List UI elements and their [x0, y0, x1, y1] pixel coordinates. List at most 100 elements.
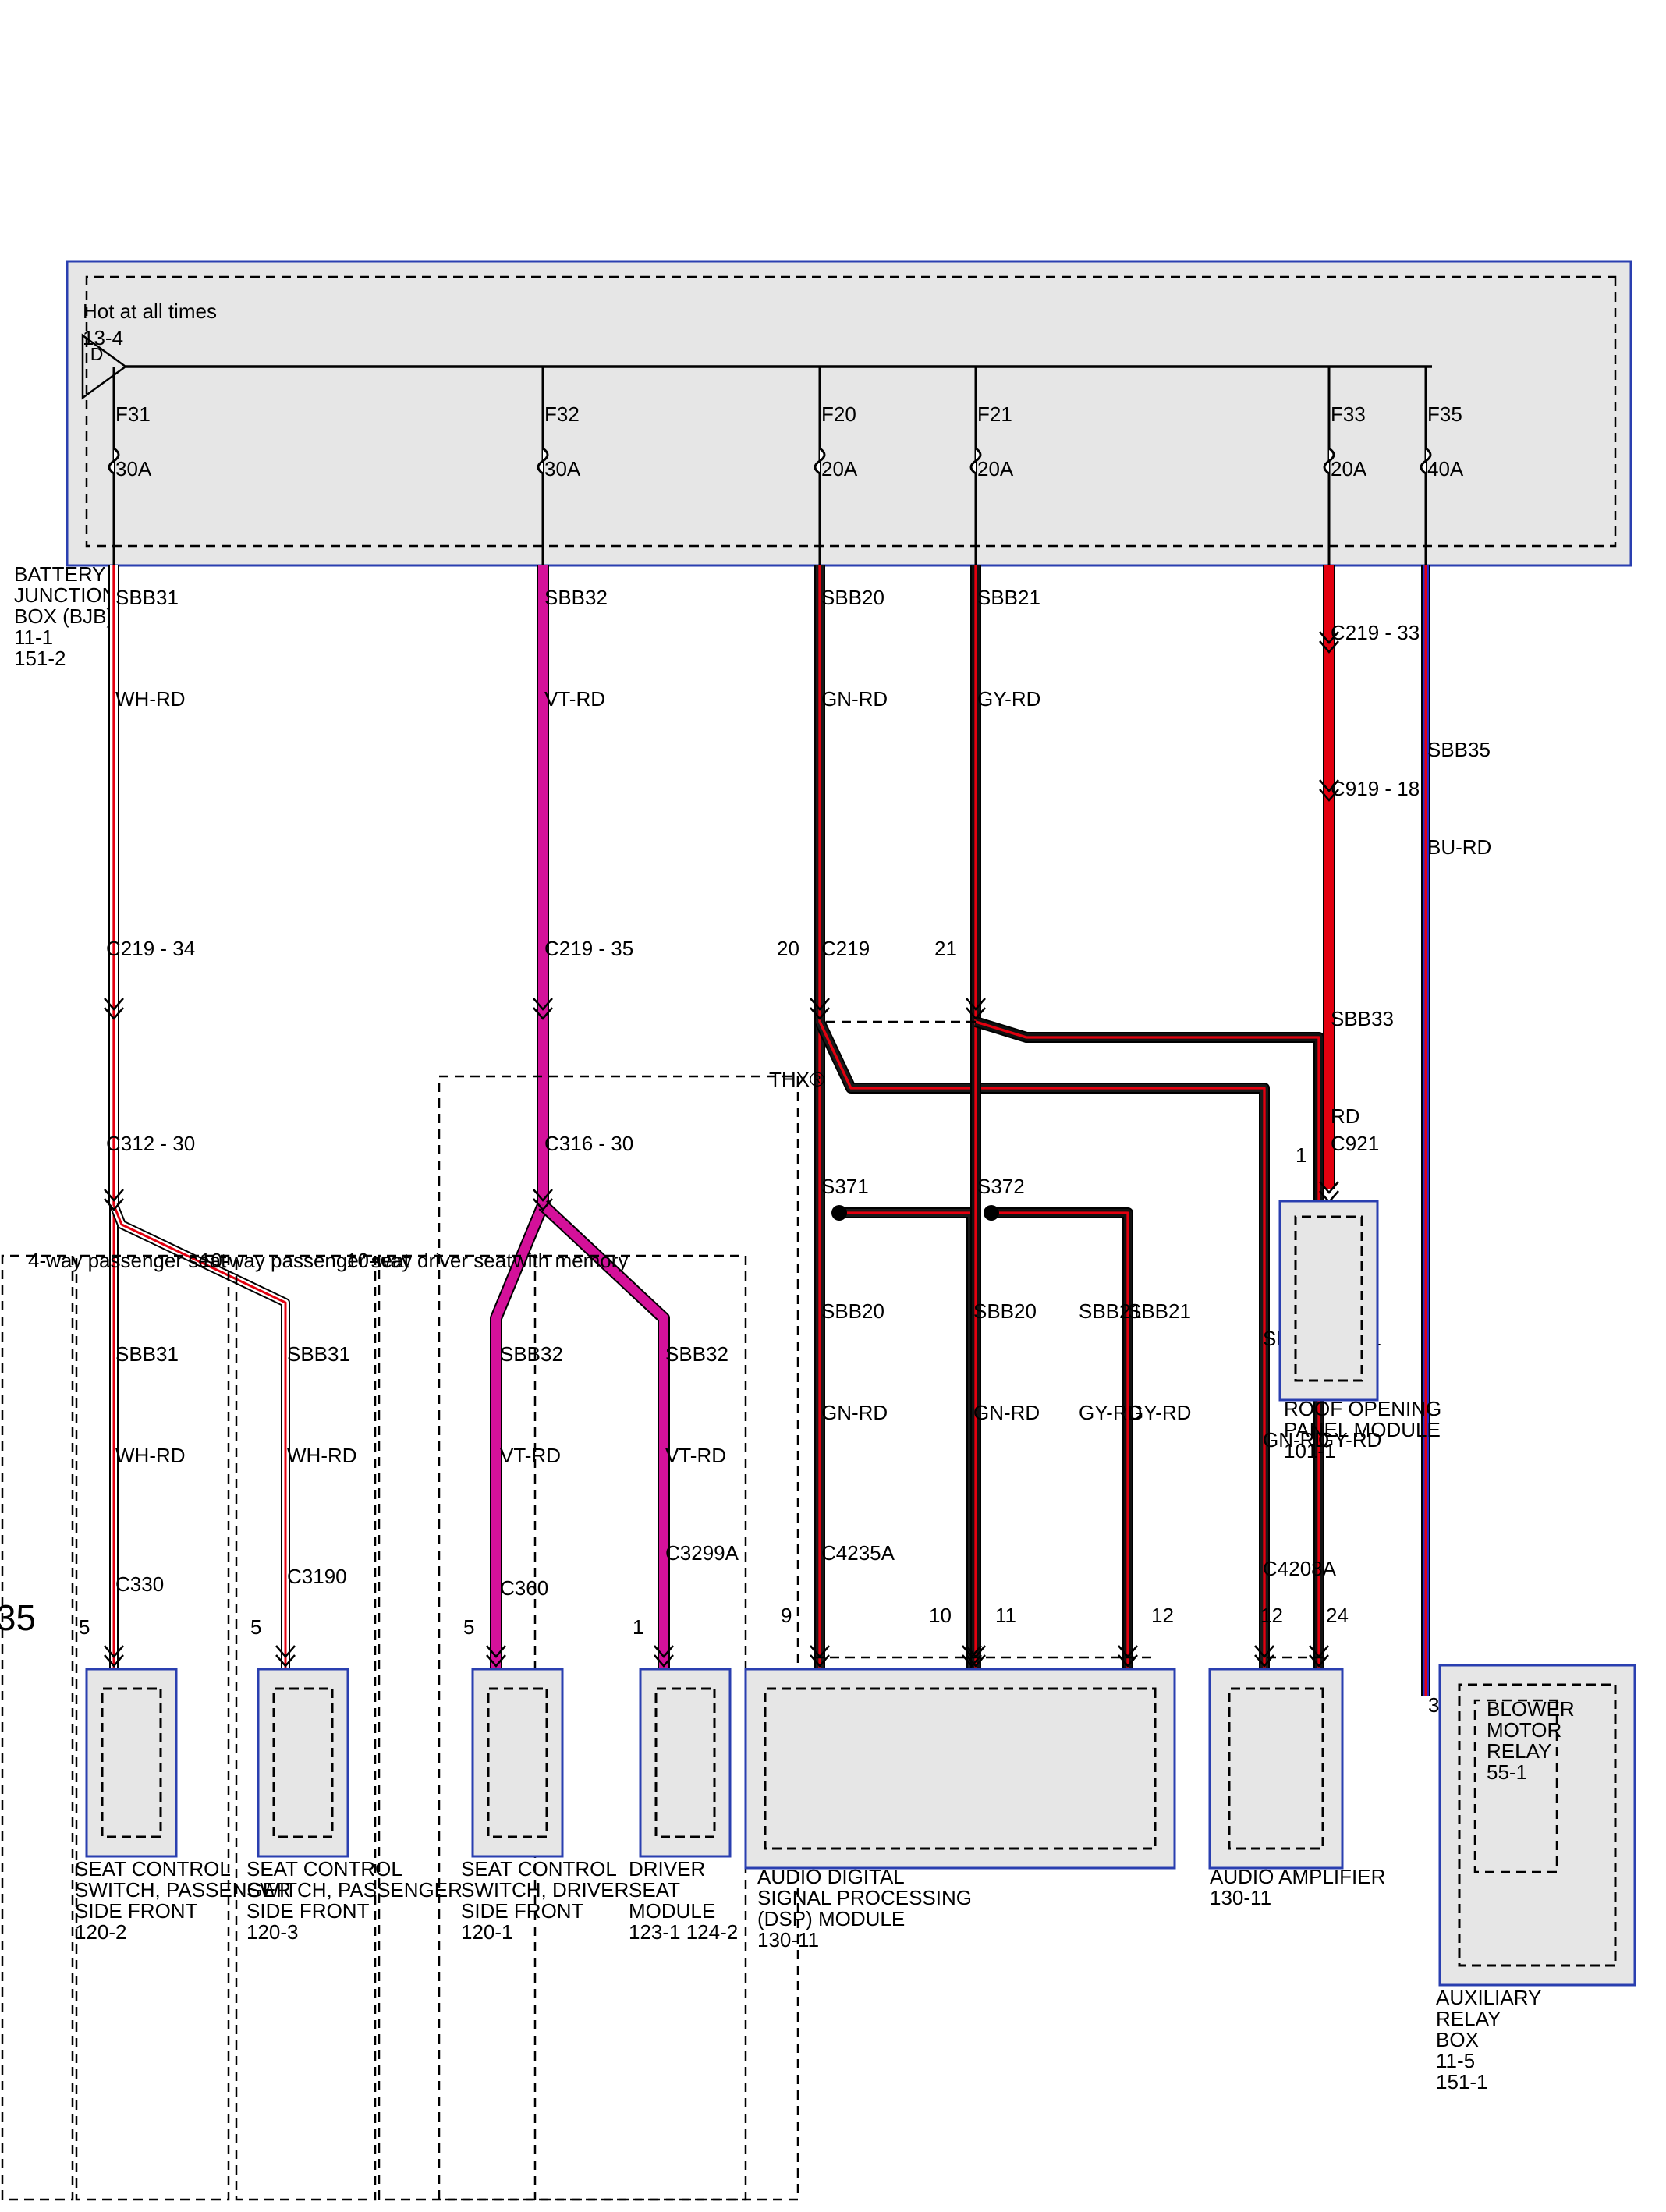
conn-c4235a-label: C4235A: [821, 1541, 895, 1565]
wire-sbb20-splice-id: SBB20: [973, 1299, 1037, 1323]
hot-feed-tag: D: [90, 344, 104, 364]
chev-c3299a-mate: [654, 1654, 674, 1668]
wire-sbb20-amp-fill: [816, 1019, 1268, 1669]
wire-sbb21-dsp-id: SBB21: [1079, 1299, 1142, 1323]
driver-module-l4: 123-1 124-2: [629, 1920, 738, 1944]
conn-c4208a-pin24: 24: [1326, 1604, 1349, 1627]
wire-sbb20-color: GN-RD: [821, 687, 888, 711]
chev-c4235a-9-mate: [810, 1654, 830, 1668]
roof-panel-inner: [1294, 1215, 1363, 1382]
dsp-l3: (DSP) MODULE: [757, 1907, 905, 1930]
conn-c3299a-label: C3299A: [665, 1541, 739, 1565]
chev-c312-30: [104, 1189, 124, 1202]
dsp-l1: AUDIO DIGITAL: [757, 1865, 905, 1888]
chev-c4235a-12-mate: [1118, 1654, 1138, 1668]
bjb-label-line-3: BOX (BJB): [14, 604, 113, 628]
fuse-labels: F31 30A F32 30A F20 20A F21 20A F33 20A …: [115, 402, 1464, 480]
aux-box-l4: 11-5: [1436, 2049, 1475, 2072]
bjb-label-line-4: 11-1: [14, 626, 53, 649]
wire-sbb33-color: RD: [1331, 1104, 1360, 1128]
way10p-option-region: [75, 1254, 230, 2201]
fuse-f31-rating: 30A: [115, 457, 152, 480]
chev-c219-35-mate: [533, 1007, 553, 1020]
driver-module-l1: DRIVER: [629, 1857, 705, 1881]
seat-pass-4way-inner: [101, 1687, 162, 1838]
amp-l1: AUDIO AMPLIFIER: [1210, 1865, 1385, 1888]
wire-sbb32-driver-fill: [491, 1203, 548, 1669]
thx-option-label: THX®: [769, 1068, 824, 1091]
dsp-module-inner: [764, 1687, 1157, 1850]
bjb-label-line-2: JUNCTION: [14, 583, 116, 607]
wire-sbb31-id: SBB31: [115, 586, 179, 609]
fuse-f32-symbol: [537, 447, 549, 475]
aux-box-l1: AUXILIARY: [1436, 1986, 1541, 2009]
memory-option-label: with memory: [512, 1249, 628, 1272]
conn-c4235a-pin10: 10: [929, 1604, 952, 1627]
conn-c3190-label: C3190: [287, 1565, 347, 1588]
wire-sbb20-splice-outline: [839, 1207, 977, 1669]
wire-sbb31-10way-stripe: [112, 1204, 287, 1669]
chev-c4208a-12-mate: [1254, 1654, 1274, 1668]
way4-option-label: 4-way passenger seat: [28, 1249, 227, 1272]
blower-relay-l1: BLOWER: [1487, 1697, 1575, 1721]
wire-sbb35-id: SBB35: [1427, 738, 1491, 761]
conn-c330-pin5: 5: [79, 1615, 90, 1639]
fuse-f35-id: F35: [1427, 402, 1462, 426]
wire-sbb32-id: SBB32: [544, 586, 608, 609]
conn-c921-pin1: 1: [1296, 1143, 1306, 1167]
wire-sbb33-id: SBB33: [1331, 1007, 1394, 1030]
component-labels: SEAT CONTROL SWITCH, PASSENGER SIDE FRON…: [75, 1397, 1575, 2093]
chev-c316-30: [533, 1189, 553, 1202]
connector-layer: [104, 631, 1339, 1668]
way10d-option-region: [235, 1254, 377, 2201]
conn-c4208a-label: C4208A: [1263, 1557, 1337, 1580]
seat-pass-10way-l1: SEAT CONTROL: [246, 1857, 402, 1881]
chev-c4235a-12: [1118, 1645, 1138, 1658]
wire-sbb32-branch-driver-color: VT-RD: [500, 1444, 561, 1467]
hot-feed-triangle: [81, 333, 128, 400]
splice-s371: [831, 1205, 847, 1221]
chev-c4208a-24: [1309, 1645, 1329, 1658]
fuse-f33-rating: 20A: [1331, 457, 1367, 480]
conn-c219-pin20: 20: [777, 937, 799, 960]
fuse-f31-id: F31: [115, 402, 151, 426]
fuse-f21-id: F21: [977, 402, 1012, 426]
hot-feed-note: Hot at all times: [83, 300, 217, 323]
seat-driver-l4: 120-1: [461, 1920, 513, 1944]
chev-c219-33: [1319, 631, 1339, 644]
wire-sbb35-color: BU-RD: [1427, 835, 1491, 859]
chev-c219-34: [104, 998, 124, 1011]
splice-s372: [984, 1205, 999, 1221]
wire-sbb21-splice-outline: [991, 1207, 1133, 1669]
wire-sbb32-color: VT-RD: [544, 687, 605, 711]
blower-relay-inner: [1473, 1699, 1558, 1873]
fuse-f21-symbol: [969, 447, 982, 475]
fuse-f20-symbol: [814, 447, 826, 475]
wire-sbb20-splice-stripe: [839, 1211, 973, 1669]
fuse-f35-rating: 40A: [1427, 457, 1464, 480]
wire-sbb20-dsp-color: GN-RD: [821, 1401, 888, 1424]
conn-c3190-pin5: 5: [250, 1615, 261, 1639]
splice-s372-label: S372: [977, 1175, 1025, 1198]
fuse-f32-id: F32: [544, 402, 580, 426]
seat-pass-4way-l1: SEAT CONTROL: [75, 1857, 231, 1881]
aux-box-l3: BOX: [1436, 2028, 1479, 2051]
wire-sbb31-branch-4way-id: SBB31: [115, 1342, 179, 1366]
wire-sbb31-10way-fill: [111, 1203, 289, 1669]
wire-sbb20-id: SBB20: [821, 586, 884, 609]
wire-sbb32-branch-driver-id: SBB32: [500, 1342, 563, 1366]
seat-driver-l3: SIDE FRONT: [461, 1899, 584, 1923]
driver-seat-module-inner: [654, 1687, 716, 1838]
chev-c4235a-9: [810, 1645, 830, 1658]
conn-c219-35-label: C219 - 35: [544, 937, 633, 960]
aux-box-l2: RELAY: [1436, 2007, 1501, 2030]
bjb-inner-outline: [85, 275, 1617, 548]
chev-c219-34-mate: [104, 1007, 124, 1020]
wire-sbb32-memory-fill: [539, 1201, 668, 1669]
conn-c316-30-label: C316 - 30: [544, 1132, 633, 1155]
chev-c219-21: [966, 998, 986, 1011]
wire-sbb21-splice-id: SBB21: [1128, 1299, 1191, 1323]
page-title: F20, F21, F31, F32, F33, F35: [0, 1597, 36, 1638]
chev-c4235a-10: [962, 1645, 982, 1658]
